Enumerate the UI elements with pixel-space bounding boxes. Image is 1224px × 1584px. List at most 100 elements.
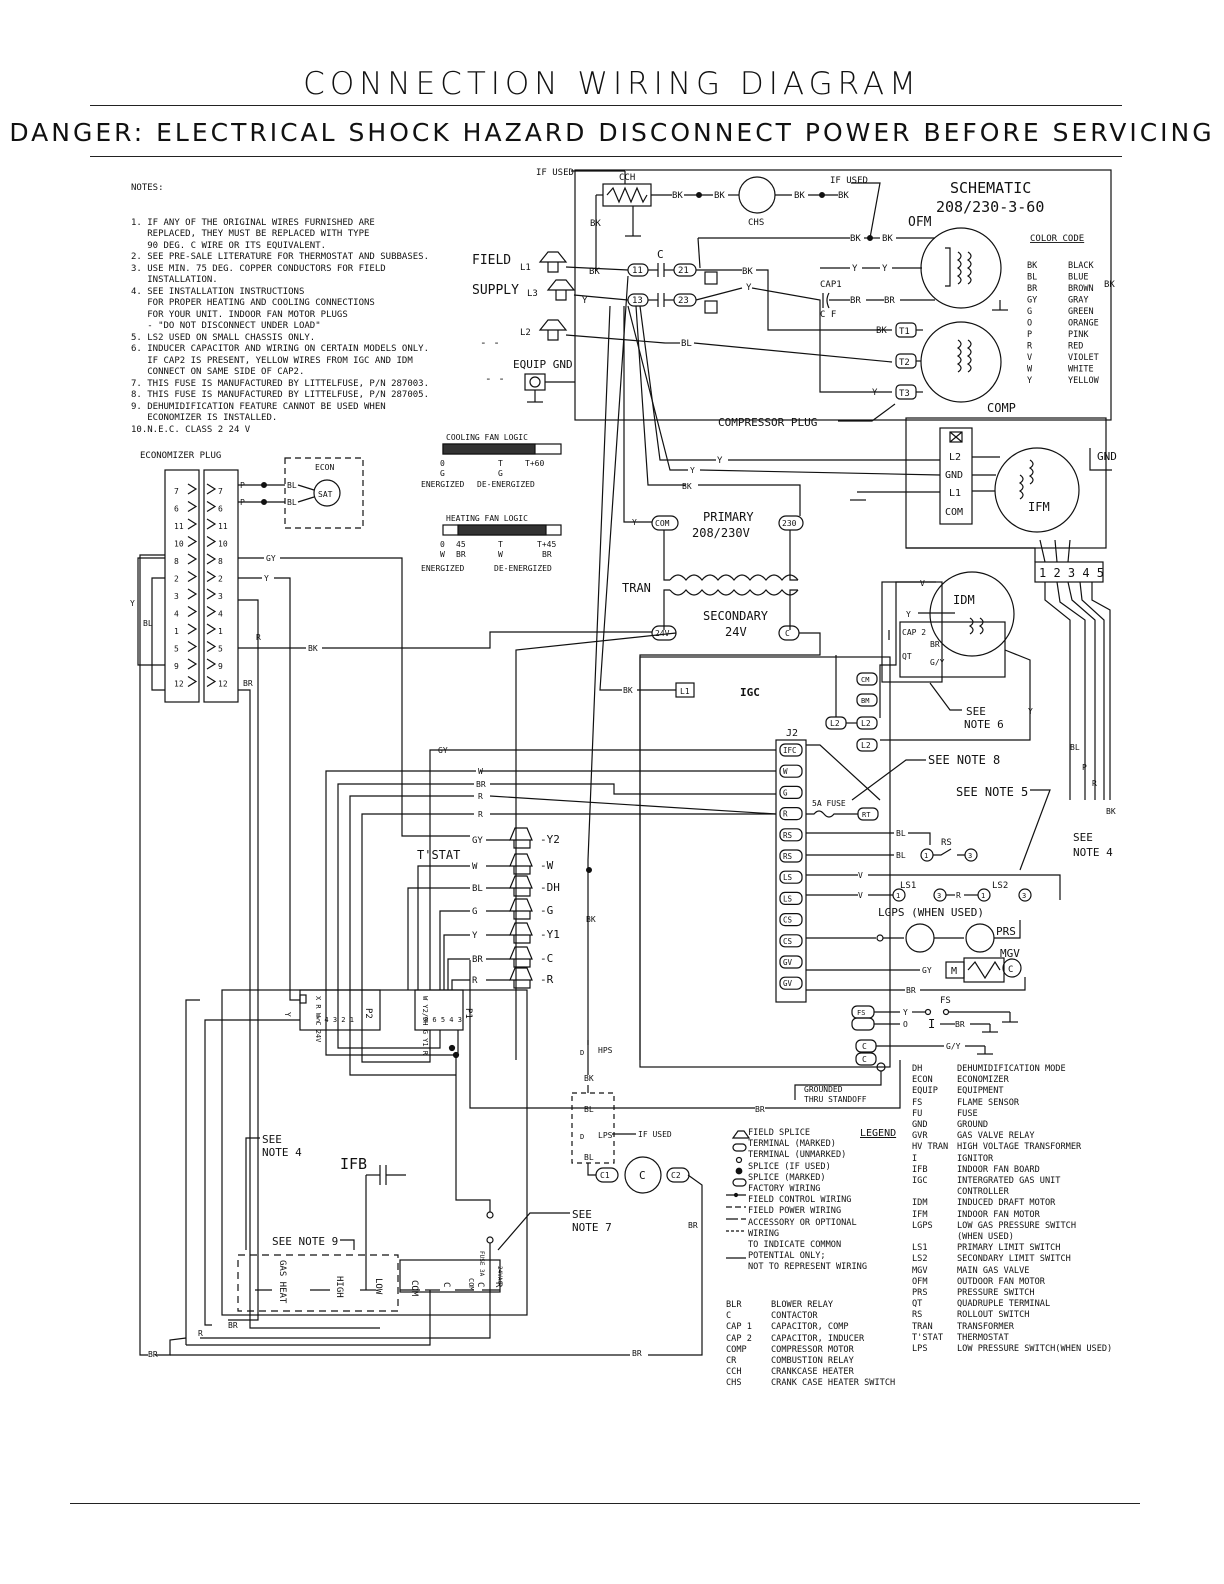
wire-tag: Y (903, 1008, 908, 1017)
tran-c-label: C (785, 629, 790, 638)
j2-terminal (779, 849, 803, 863)
ifb-board (221, 989, 528, 1316)
l2-label: L2 (520, 328, 531, 338)
legend-abbr-meaning: BLOWER RELAY (771, 1300, 834, 1310)
econ-pin-left: 12 (174, 680, 184, 689)
legend-item: ACCESSORY OR OPTIONAL (748, 1217, 857, 1228)
ifm-speed-taps (1034, 561, 1104, 583)
equip-gnd-terminal (524, 373, 546, 391)
cap2-label: CAP 2 (902, 628, 926, 637)
legend-abbr: CHS (726, 1378, 742, 1389)
j2-connector (775, 739, 807, 1003)
econ-pin-right: 2 (218, 575, 223, 584)
legend-abbr-meaning: INDOOR FAN BOARD (957, 1164, 1040, 1175)
cch-coil-icon (606, 186, 648, 204)
contactor-c2-terminal (666, 1167, 690, 1183)
legend-abbr-meaning: FUSE (957, 1108, 978, 1119)
j2-terminal (779, 764, 803, 778)
field-splice-l2 (538, 319, 568, 341)
legend-abbr-meaning: GAS VALVE RELAY (957, 1131, 1035, 1142)
wire-tag: BL (584, 1105, 594, 1114)
schematic-title: SCHEMATIC (950, 179, 1031, 197)
ifb-label: IFB (340, 1155, 367, 1173)
hps-label: HPS (598, 1046, 613, 1055)
econ-pin-chevron-icon (187, 675, 198, 688)
heating-logic-title: HEATING FAN LOGIC (446, 514, 528, 523)
footer-divider (70, 1503, 1140, 1504)
color-code-abbr: BR (1027, 284, 1038, 294)
compressor-plug-label: COMPRESSOR PLUG (718, 416, 817, 429)
cap2-box (899, 621, 1006, 678)
p1-pin-labels: W Y2/DH G Y1 R (421, 996, 429, 1056)
see-note-9: SEE NOTE 9 (272, 1235, 338, 1248)
mgv-c-label: C (1008, 965, 1013, 975)
chs-label: CHS (748, 218, 764, 228)
high-label: HIGH (334, 1276, 344, 1298)
contactor-coil-label: C (639, 1169, 646, 1182)
note-line: 8. THIS FUSE IS MANUFACTURED BY LITTELFU… (131, 390, 430, 400)
c-terminal-2 (855, 1052, 877, 1066)
wire-tag: W (472, 862, 478, 872)
j2-terminal (779, 785, 803, 800)
legend-abbr-meaning: FLAME SENSOR (957, 1097, 1020, 1108)
wire-tag: Y (882, 264, 888, 274)
see-note-4-right-2: NOTE 4 (1073, 846, 1113, 859)
color-code-heading: COLOR CODE (1030, 234, 1084, 244)
legend-abbr: GND (912, 1120, 928, 1131)
wire-tag: BR (955, 1020, 965, 1029)
j2-terminal-label: G (783, 788, 788, 797)
tran-com-label: COM (655, 519, 670, 528)
gas-heat-label: GAS HEAT (277, 1260, 287, 1304)
primary-label: PRIMARY (703, 510, 754, 524)
wire-tag: BR (476, 780, 486, 789)
econ-pin-left: 6 (174, 505, 179, 514)
legend-abbr: GVR (912, 1131, 928, 1142)
legend-abbr-row: BLR BLOWER RELAY (726, 1300, 895, 1311)
color-code-abbr: GY (1027, 296, 1037, 306)
tran-label: TRAN (622, 581, 651, 595)
note-line: REPLACED, THEY MUST BE REPLACED WITH TYP… (131, 229, 370, 239)
j2-terminal-label: RS (783, 852, 793, 861)
note-line: CONNECT ON SAME SIDE OF CAP2. (131, 367, 305, 377)
note-line: IF CAP2 IS PRESENT, YELLOW WIRES FROM IG… (131, 355, 413, 366)
j2-terminal (779, 743, 803, 757)
econ-pin-left: 10 (174, 540, 184, 549)
econ-pin-right: 5 (218, 645, 223, 654)
wire-tag: Y (130, 599, 135, 608)
j2-terminal-label: GV (783, 979, 793, 988)
legend-item: POTENTIAL ONLY; (748, 1251, 826, 1262)
danger-warning: DANGER: ELECTRICAL SHOCK HAZARD DISCONNE… (9, 118, 1215, 147)
legend-abbr-meaning: THERMOSTAT (957, 1332, 1009, 1343)
comp-terminal-t3-label: T3 (899, 389, 910, 399)
wire-tag: Y (582, 296, 588, 306)
econ-pin-chevron-icon (206, 483, 217, 495)
note-line: 6. INDUCER CAPACITOR AND WIRING ON CERTA… (131, 344, 430, 354)
legend-abbr-meaning: INDOOR FAN MOTOR (957, 1209, 1040, 1220)
igc-bm-terminal (856, 693, 878, 707)
legend-abbr: BLR (726, 1300, 742, 1310)
legend-abbr: EQUIP (912, 1086, 938, 1097)
ignitor-icon: I (928, 1017, 935, 1031)
color-code-name: GREEN (1068, 307, 1094, 317)
wire-tag: BR (632, 1349, 642, 1358)
see-note-6-a: SEE (966, 705, 986, 718)
wire-tag: BK (838, 191, 849, 201)
legend-item: TERMINAL (UNMARKED) (748, 1150, 847, 1161)
econ-pin-chevron-icon (187, 553, 198, 565)
wire-tag: V (920, 579, 925, 588)
p2-label: P2 (363, 1008, 373, 1019)
wire-tag: P (1082, 763, 1087, 772)
igc-l1-label: L1 (680, 687, 690, 696)
ls1-term-1: 1 (896, 892, 900, 900)
comp-label: COMP (987, 401, 1016, 415)
wire-tag: BK (308, 644, 318, 653)
